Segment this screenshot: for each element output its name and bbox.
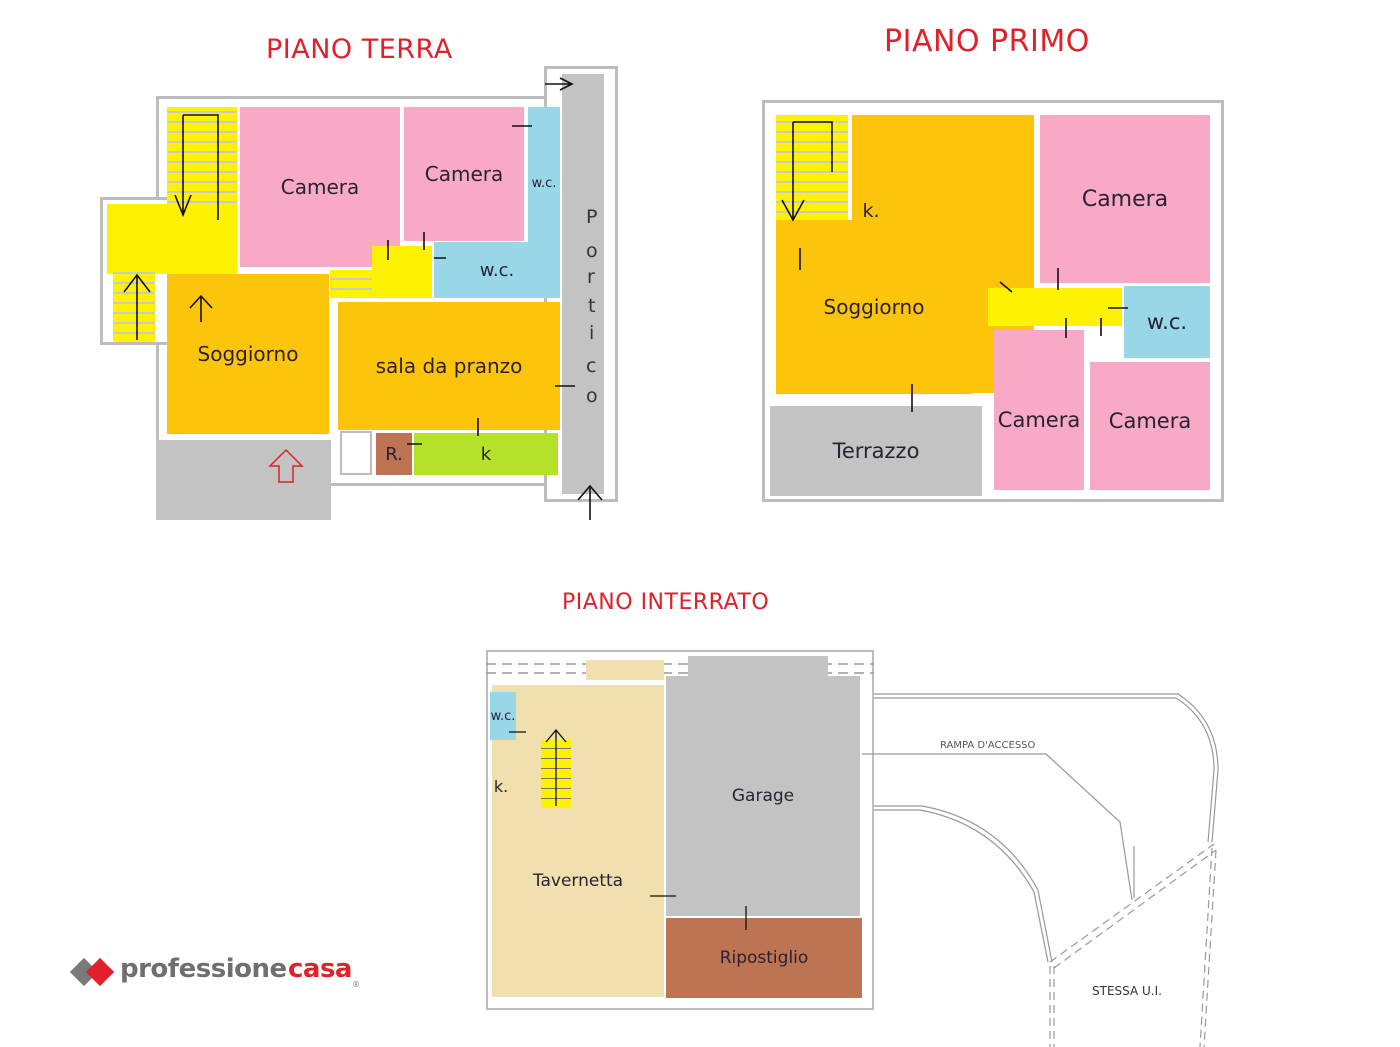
logo-text-grey: professione [120, 954, 287, 984]
first-hallway [988, 288, 1122, 326]
same-unit-label: STESSA U.I. [1092, 984, 1162, 998]
first-stair-arrows [781, 121, 1128, 412]
room-kitchenette: k. [493, 776, 509, 796]
diamond-logo-icon [69, 957, 115, 987]
logo-text-red: casa [288, 954, 352, 984]
room-wc-1: w.c. [528, 107, 560, 259]
room-kitchenette: k. [862, 200, 880, 222]
basement-floor-title: PIANO INTERRATO [562, 590, 770, 615]
first-floor-title: PIANO PRIMO [884, 24, 1090, 59]
ground-stairs-up [167, 107, 237, 221]
room-terrazzo: Terrazzo [770, 406, 982, 496]
ground-landing [372, 246, 432, 298]
room-garage: Garage [666, 676, 860, 916]
room-kitchen: k [414, 433, 558, 475]
room-camera-1: Camera [1040, 115, 1210, 283]
room-wc: w.c. [1124, 286, 1210, 358]
ground-entry-hall [107, 204, 237, 274]
registered-mark: ® [352, 980, 360, 989]
basement-drawing-lines [509, 693, 1219, 1047]
room-sala-da-pranzo: sala da pranzo [338, 302, 560, 430]
room-ripostiglio: Ripostiglio [666, 918, 862, 998]
tavernetta-top-ext [586, 660, 664, 680]
first-stairs [776, 115, 848, 221]
ground-closet [340, 431, 372, 475]
ramp-label: RAMPA D'ACCESSO [940, 740, 1036, 751]
outline-up-arrow-icon [268, 448, 304, 483]
ground-soggiorno-ext [229, 274, 329, 298]
ground-stairs-down [113, 270, 155, 342]
room-camera-3: Camera [1090, 362, 1210, 490]
room-wc-2: w.c. [434, 242, 560, 298]
ground-stairs-basement [330, 270, 372, 298]
room-soggiorno: Soggiorno [167, 274, 329, 434]
room-portico [562, 74, 604, 494]
room-soggiorno: Soggiorno [776, 220, 972, 394]
room-camera-1: Camera [240, 107, 400, 267]
room-ripostiglio: R. [376, 433, 412, 475]
room-camera-2: Camera [994, 330, 1084, 490]
room-camera-2: Camera [404, 107, 524, 241]
room-wc: w.c. [490, 692, 516, 740]
ground-patio [156, 440, 331, 520]
room-tavernetta: Tavernetta [492, 685, 664, 997]
ground-floor-title: PIANO TERRA [266, 34, 453, 65]
ground-stair-arrows [123, 77, 603, 520]
garage-top-ext [688, 656, 828, 676]
